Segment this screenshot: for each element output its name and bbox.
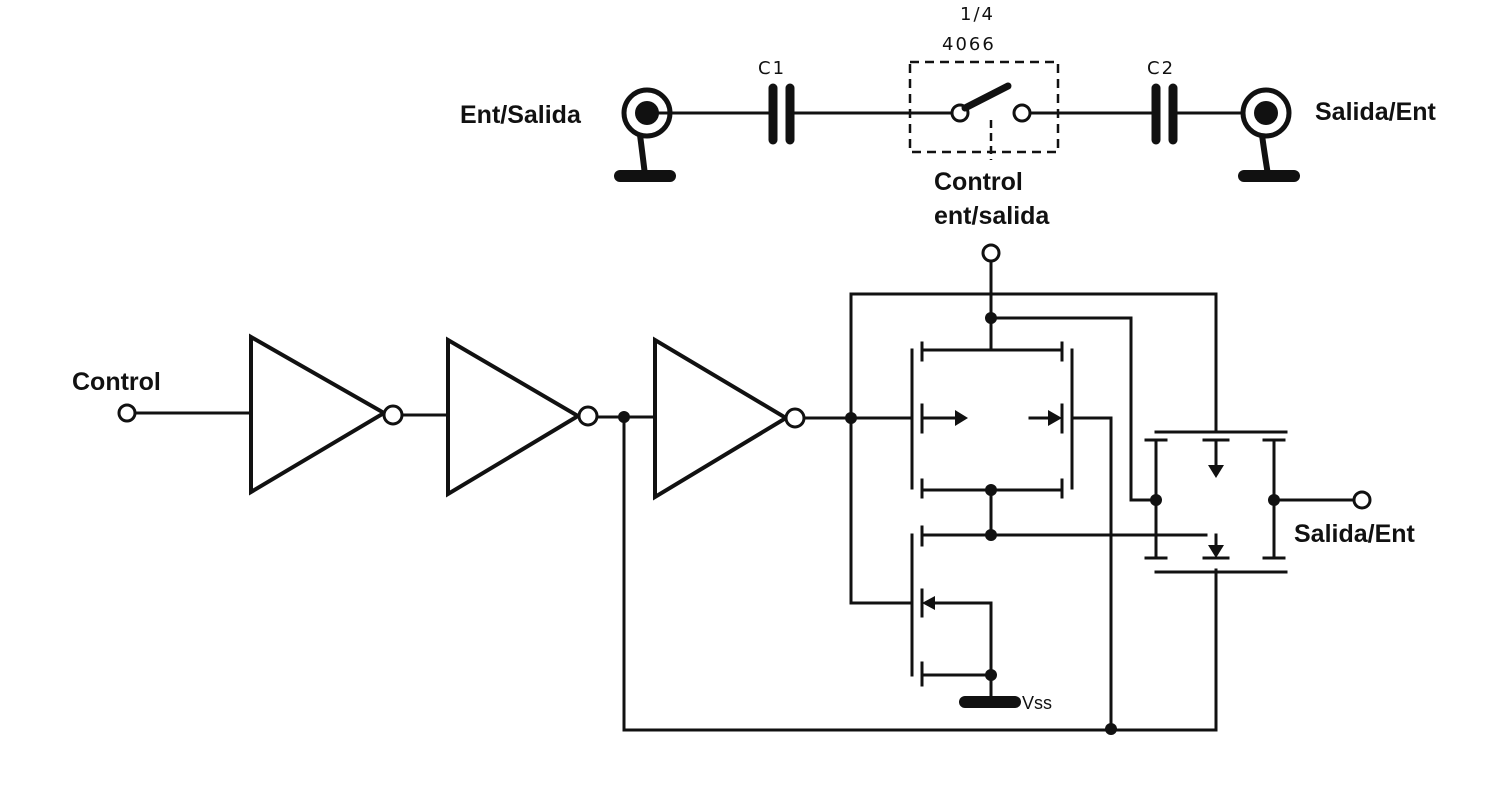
right-coax-connector bbox=[1238, 87, 1300, 182]
output-terminal bbox=[1352, 490, 1372, 510]
inverter-3 bbox=[653, 336, 806, 501]
upper-transistor-pair bbox=[910, 341, 1113, 537]
right-port-label: Salida/Ent bbox=[1315, 98, 1437, 126]
capacitor-c2 bbox=[1151, 83, 1178, 145]
vss-label: Vss bbox=[1022, 693, 1052, 713]
wire-to-right-switch bbox=[989, 316, 1158, 502]
left-coax-connector bbox=[614, 87, 676, 182]
inverter-2 bbox=[446, 336, 599, 498]
left-port-label: Ent/Salida bbox=[460, 101, 582, 129]
wire-inv3-top-loop bbox=[849, 292, 1218, 432]
c1-label: C1 bbox=[758, 58, 786, 79]
ic-fraction-label: 1/4 bbox=[960, 4, 995, 25]
switch-contact-right bbox=[1012, 103, 1032, 123]
bottom-schematic: Control bbox=[72, 243, 1416, 735]
output-label: Salida/Ent bbox=[1294, 520, 1416, 548]
control-input-terminal bbox=[117, 403, 137, 423]
switch-blade bbox=[961, 82, 1012, 112]
switch-box bbox=[908, 60, 1060, 154]
control-input-label: Control bbox=[72, 368, 161, 396]
right-transmission-gate bbox=[1144, 430, 1288, 574]
wire-inv2-bottom-loop bbox=[622, 415, 1218, 732]
c2-label: C2 bbox=[1147, 58, 1175, 79]
ic-part-label: 4066 bbox=[942, 34, 996, 55]
inverter-1 bbox=[249, 333, 404, 496]
control-io-terminal bbox=[981, 243, 1001, 263]
top-schematic: 1/4 4066 Ent/Salida Salida/Ent C1 bbox=[460, 4, 1437, 230]
capacitor-c1 bbox=[768, 83, 795, 145]
control-label-line2: ent/salida bbox=[934, 202, 1050, 230]
junction-gate-left bbox=[1150, 494, 1162, 506]
control-label-line1: Control bbox=[934, 168, 1023, 196]
lower-transistor bbox=[910, 525, 1208, 687]
